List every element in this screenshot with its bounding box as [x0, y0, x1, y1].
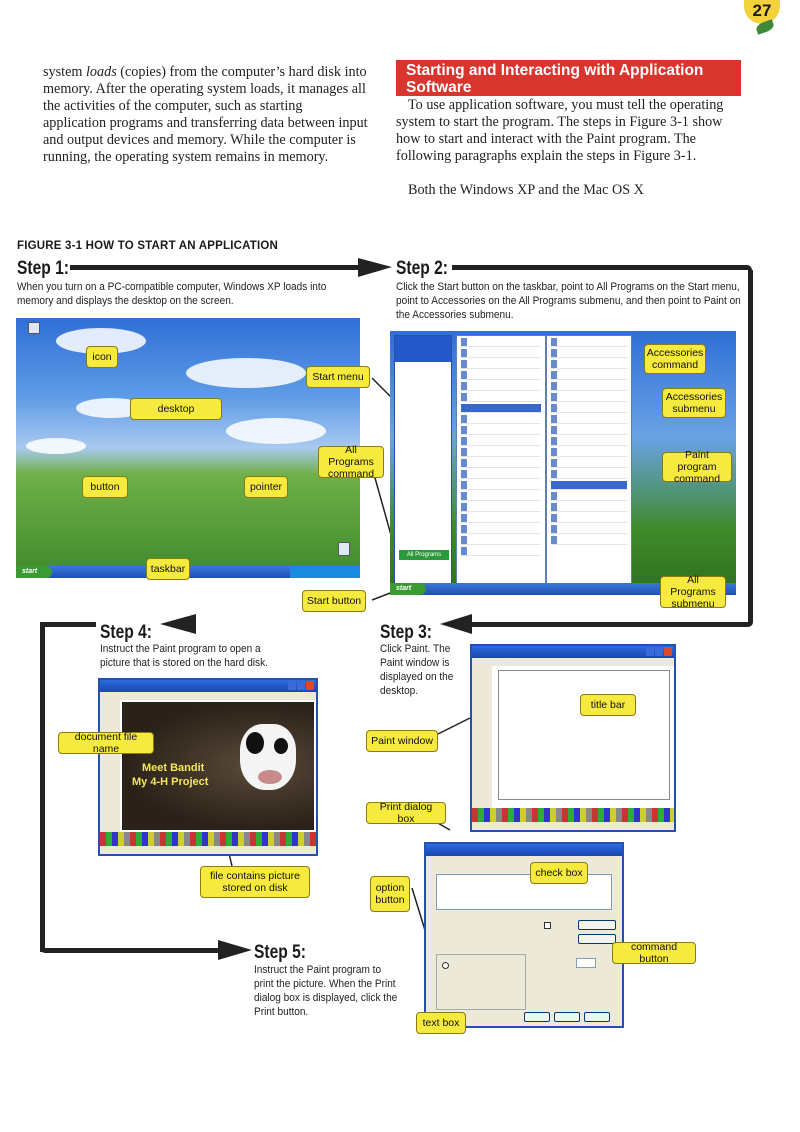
cow-head [240, 724, 296, 790]
step-4-title: Step 4: [100, 622, 152, 643]
callout-start-menu: Start menu [306, 366, 370, 388]
flow-line [70, 265, 360, 270]
status-bar [472, 822, 674, 830]
callout-accessories-submenu: Accessories submenu [662, 388, 726, 418]
step-2-text: Click the Start button on the taskbar, p… [396, 281, 741, 321]
callout-all-programs-submenu: All Programs submenu [660, 574, 726, 610]
callout-check-box: check box [530, 862, 588, 884]
status-bar [100, 846, 316, 854]
callout-document-file-name: document file name [58, 731, 154, 755]
callout-taskbar: taskbar [146, 558, 190, 580]
start-menu[interactable]: All Programs [394, 335, 452, 585]
toolbox[interactable] [472, 666, 492, 808]
step-5-title: Step 5: [254, 942, 306, 963]
page-range-box [436, 954, 526, 1010]
callout-start-button: Start button [302, 590, 366, 612]
section-heading: Starting and Interacting with Applicatio… [396, 60, 741, 96]
paint-window-with-picture[interactable]: Meet Bandit My 4-H Project [98, 678, 318, 856]
step-4-text: Instruct the Paint program to open a pic… [100, 643, 268, 669]
callout-accessories-command: Accessories command [644, 344, 706, 374]
accessories-submenu[interactable] [546, 335, 632, 585]
step-2-title: Step 2: [396, 258, 448, 279]
copies-text-box[interactable] [576, 958, 596, 968]
callout-text-box: text box [416, 1012, 466, 1034]
color-palette[interactable] [472, 808, 674, 822]
menu-bar[interactable] [100, 692, 316, 700]
callout-paint-window: Paint window [366, 730, 438, 752]
paint-window[interactable] [470, 644, 676, 832]
body-paragraph-right: To use application software, you must te… [396, 97, 724, 164]
taskbar[interactable] [390, 583, 736, 595]
picture-caption: Meet Bandit [142, 762, 205, 774]
step-5-text: Instruct the Paint program to print the … [254, 964, 398, 1018]
system-tray [290, 566, 360, 578]
cancel-button[interactable] [554, 1012, 580, 1022]
flow-line [452, 265, 752, 270]
start-button[interactable]: start [390, 583, 426, 595]
cloud [186, 358, 306, 388]
window-controls[interactable] [646, 647, 672, 656]
callout-desktop: desktop [130, 398, 222, 420]
canvas[interactable] [498, 670, 670, 800]
body-paragraph-left: system loads (copies) from the computer’… [43, 64, 368, 166]
picture-caption: My 4-H Project [132, 776, 209, 788]
print-to-file-check-box[interactable] [544, 922, 551, 929]
color-palette[interactable] [100, 832, 316, 846]
cloud [226, 418, 326, 444]
flow-line [40, 948, 220, 953]
cloud [76, 398, 146, 418]
printer-list[interactable] [436, 874, 612, 910]
callout-file-contains-picture: file contains picture stored on disk [200, 866, 310, 898]
cloud [26, 438, 86, 454]
toolbox[interactable] [100, 700, 120, 832]
preferences-button[interactable] [578, 920, 616, 930]
callout-all-programs-command: All Programs command [318, 444, 384, 480]
all-programs-submenu[interactable] [456, 335, 546, 593]
callout-print-dialog-box: Print dialog box [366, 801, 446, 825]
flow-line [40, 622, 96, 627]
windows-desktop-screenshot: start [16, 318, 360, 578]
text-emphasis: loads [85, 64, 117, 80]
callout-paint-program-command: Paint program command [662, 449, 732, 485]
text-after: (copies) from the computer’s hard disk i… [43, 64, 368, 165]
callout-title-bar: title bar [580, 694, 636, 716]
recycle-bin-icon[interactable] [28, 322, 40, 334]
print-dialog[interactable] [424, 842, 624, 1028]
text-before: system [43, 64, 86, 80]
step-3-title: Step 3: [380, 622, 432, 643]
step-1-title: Step 1: [17, 258, 69, 279]
page-number: 27 [744, 0, 780, 24]
recycle-bin-icon[interactable] [338, 542, 350, 556]
title-bar[interactable] [426, 844, 622, 856]
callout-command-button: command button [612, 941, 696, 965]
menu-bar[interactable] [472, 658, 674, 666]
start-button[interactable]: start [16, 566, 52, 578]
flow-line [472, 622, 753, 627]
callout-icon: icon [86, 346, 118, 368]
callout-button: button [82, 476, 128, 498]
flow-line [40, 622, 45, 952]
all-programs-item[interactable]: All Programs [399, 550, 449, 560]
print-button[interactable] [524, 1012, 550, 1022]
step-1-text: When you turn on a PC-compatible compute… [17, 281, 327, 307]
window-controls[interactable] [288, 681, 314, 690]
body-paragraph-right-2: Both the Windows XP and the Mac OS X [408, 182, 644, 198]
callout-option-button: option button [370, 876, 410, 912]
apply-button[interactable] [584, 1012, 610, 1022]
find-printer-button[interactable] [578, 934, 616, 944]
callout-pointer: pointer [244, 476, 288, 498]
title-bar[interactable] [100, 680, 316, 692]
cow-picture: Meet Bandit My 4-H Project [122, 702, 314, 830]
flow-line [748, 270, 753, 622]
figure-caption: FIGURE 3-1 HOW TO START AN APPLICATION [17, 240, 279, 252]
all-option-button[interactable] [442, 962, 449, 969]
title-bar[interactable] [472, 646, 674, 658]
step-3-text: Click Paint. The Paint window is display… [380, 643, 454, 697]
